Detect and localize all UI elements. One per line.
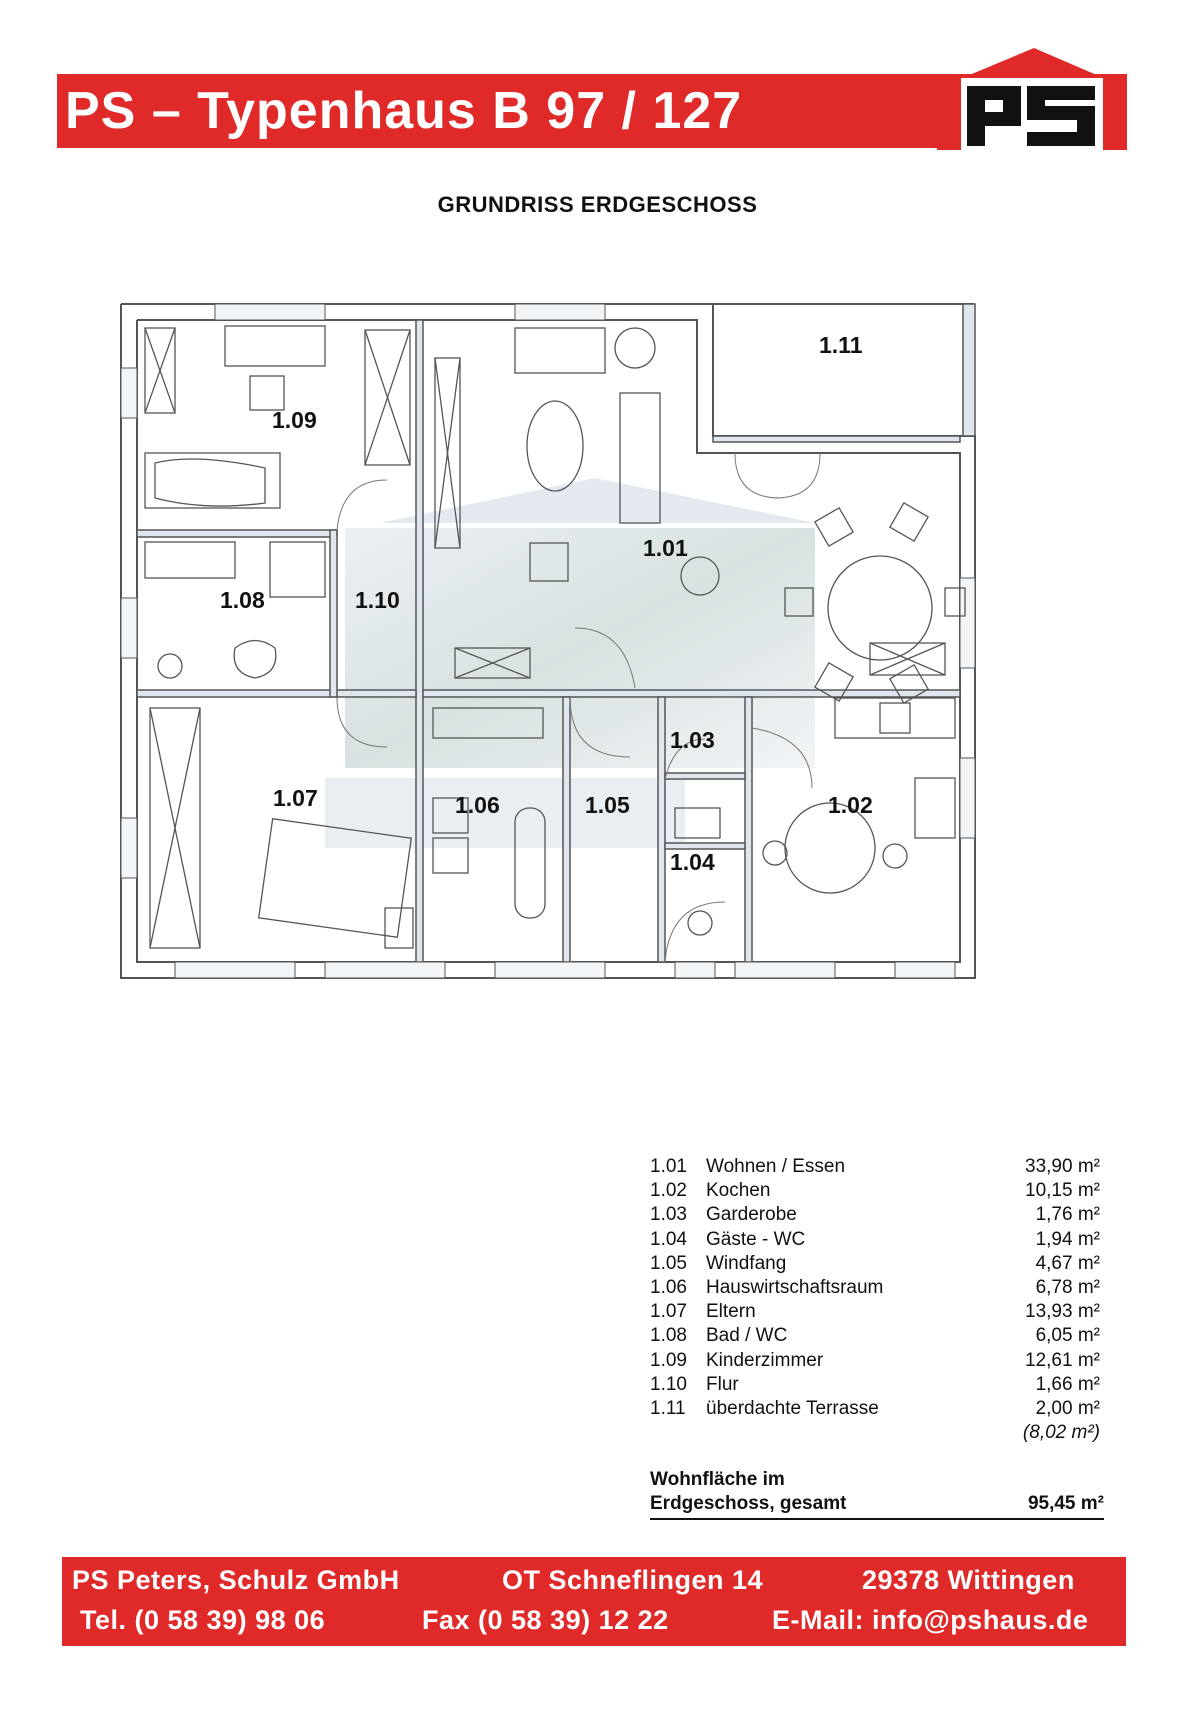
room-area-table: 1.01 Wohnen / Essen 33,90 m² 1.02 Kochen 10,…: [650, 1155, 1100, 1445]
table-row: 1.11 überdachte Terrasse 2,00 m²: [650, 1397, 1100, 1421]
room-number: 1.01: [650, 1156, 687, 1177]
room-label-1-05: 1.05: [585, 792, 630, 818]
room-name: Windfang: [706, 1252, 787, 1274]
room-name: Eltern: [706, 1301, 756, 1323]
room-area: 6,78 m²: [1035, 1276, 1100, 1298]
room-area: 13,93 m²: [1025, 1301, 1100, 1323]
floor-plan: 1.01 1.02 1.03 1.04 1.05 1.06 1.07 1.08 …: [115, 298, 1070, 1038]
room-label-1-08: 1.08: [220, 587, 265, 613]
terrace-note: (8,02 m²): [1022, 1422, 1100, 1444]
room-number: 1.06: [650, 1276, 687, 1298]
room-number: 1.07: [650, 1301, 687, 1323]
room-name: überdachte Terrasse: [706, 1397, 879, 1419]
company-logo: [937, 46, 1127, 152]
table-row: 1.03 Garderobe 1,76 m²: [650, 1203, 1100, 1227]
room-label-1-03: 1.03: [670, 727, 715, 753]
room-label-1-02: 1.02: [828, 792, 873, 818]
room-number: 1.03: [650, 1204, 687, 1226]
room-name: Wohnen / Essen: [706, 1156, 846, 1177]
table-row: 1.01 Wohnen / Essen 33,90 m²: [650, 1155, 1100, 1179]
table-row: 1.02 Kochen 10,15 m²: [650, 1179, 1100, 1203]
room-label-1-04: 1.04: [670, 849, 715, 875]
total-value: 95,45 m²: [1027, 1493, 1104, 1514]
table-row: 1.05 Windfang 4,67 m²: [650, 1252, 1100, 1276]
room-number: 1.02: [650, 1180, 687, 1202]
table-row: 1.07 Eltern 13,93 m²: [650, 1300, 1100, 1324]
floor-plan-drawing: 1.01 1.02 1.03 1.04 1.05 1.06 1.07 1.08 …: [120, 303, 976, 979]
room-area: 6,05 m²: [1035, 1325, 1100, 1347]
total-label-line-1: Wohnfläche im: [650, 1469, 785, 1490]
footer-street: OT Schneflingen 14: [502, 1565, 764, 1595]
ps-logo-icon: [937, 48, 1127, 150]
table-row: 1.06 Hauswirtschaftsraum 6,78 m²: [650, 1276, 1100, 1300]
table-row: 1.04 Gäste - WC 1,94 m²: [650, 1228, 1100, 1252]
room-label-1-06: 1.06: [455, 792, 500, 818]
table-row: 1.10 Flur 1,66 m²: [650, 1373, 1100, 1397]
room-name: Bad / WC: [706, 1325, 788, 1347]
room-name: Flur: [706, 1373, 739, 1395]
room-name: Kinderzimmer: [706, 1349, 824, 1371]
room-area: 1,76 m²: [1035, 1204, 1100, 1226]
room-number: 1.09: [650, 1349, 687, 1371]
room-name: Garderobe: [706, 1204, 797, 1226]
total-label-line-2: Erdgeschoss, gesamt: [650, 1493, 847, 1514]
document-title: PS – Typenhaus B 97 / 127: [57, 74, 937, 148]
room-area: 1,94 m²: [1035, 1228, 1100, 1250]
room-number: 1.10: [650, 1373, 687, 1395]
room-area: 12,61 m²: [1025, 1349, 1100, 1371]
room-name: Gäste - WC: [706, 1228, 806, 1250]
room-label-1-09: 1.09: [272, 407, 317, 433]
room-name: Hauswirtschaftsraum: [706, 1276, 884, 1298]
footer-email: E-Mail: info@pshaus.de: [772, 1605, 1089, 1635]
room-label-1-07: 1.07: [273, 785, 318, 811]
room-area: 33,90 m²: [1025, 1156, 1100, 1177]
room-number: 1.11: [650, 1397, 686, 1419]
plan-heading: GRUNDRISS ERDGESCHOSS: [437, 192, 758, 217]
footer-tel: Tel. (0 58 39) 98 06: [80, 1605, 326, 1635]
total-underline: [650, 1518, 1104, 1520]
room-number: 1.04: [650, 1228, 687, 1250]
footer-company: PS Peters, Schulz GmbH: [72, 1565, 400, 1595]
room-area: 4,67 m²: [1035, 1252, 1100, 1274]
room-area: 2,00 m²: [1035, 1397, 1100, 1419]
total-area: Wohnfläche im Erdgeschoss, gesamt 95,45 m…: [650, 1468, 1104, 1520]
room-label-1-10: 1.10: [355, 587, 400, 613]
footer-fax: Fax (0 58 39) 12 22: [422, 1605, 669, 1635]
room-label-1-01: 1.01: [643, 535, 688, 561]
footer-city: 29378 Wittingen: [862, 1565, 1075, 1595]
room-area: 10,15 m²: [1025, 1180, 1100, 1202]
table-row: 1.09 Kinderzimmer 12,61 m²: [650, 1349, 1100, 1373]
room-name: Kochen: [706, 1180, 771, 1202]
room-label-1-11: 1.11: [819, 332, 863, 358]
room-number: 1.05: [650, 1252, 687, 1274]
company-footer: PS Peters, Schulz GmbH OT Schneflingen 1…: [62, 1557, 1126, 1646]
table-row: 1.08 Bad / WC 6,05 m²: [650, 1324, 1100, 1348]
room-number: 1.08: [650, 1325, 687, 1347]
room-area: 1,66 m²: [1035, 1373, 1100, 1395]
